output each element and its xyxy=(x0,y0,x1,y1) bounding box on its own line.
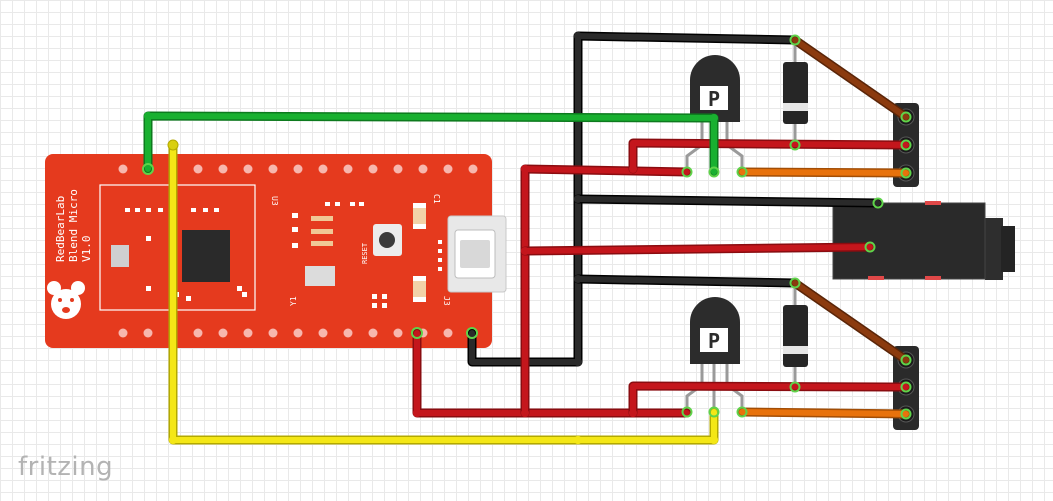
diode-bottom[interactable] xyxy=(783,283,808,387)
module-pad xyxy=(111,245,129,267)
wire-brown-top[interactable] xyxy=(790,35,911,122)
capacitor-c1 xyxy=(413,203,426,229)
svg-text:RedBearLab: RedBearLab xyxy=(54,196,67,262)
wire-orange-top[interactable] xyxy=(737,167,911,178)
wire-yellow-signal[interactable] xyxy=(168,140,719,445)
diode-bottom-band xyxy=(783,346,808,354)
wire-black-ground[interactable] xyxy=(467,31,883,367)
wire-orange-bottom[interactable] xyxy=(737,407,911,419)
transistor-top-marking: P xyxy=(708,87,720,111)
label-reset: RESET xyxy=(361,242,369,264)
ble-chip xyxy=(182,230,230,282)
micro-usb-port[interactable] xyxy=(447,215,507,293)
diode-top-band xyxy=(783,103,808,111)
label-y1: Y1 xyxy=(289,296,298,306)
transistor-bottom-marking-bg xyxy=(700,328,728,352)
label-u3: U3 xyxy=(270,196,279,206)
small-smd-parts xyxy=(372,240,442,308)
transistor-bottom[interactable]: P xyxy=(685,297,744,412)
connection-endpoints xyxy=(142,32,912,444)
audio-jack[interactable] xyxy=(832,201,1015,280)
blend-micro-board[interactable]: RedBearLab Blend Micro V1.0 U3 Y1 xyxy=(45,154,507,348)
capacitor-array xyxy=(292,202,364,248)
transistor-top-marking-bg xyxy=(700,86,728,110)
bear-logo xyxy=(47,281,85,319)
reset-button-cap[interactable] xyxy=(379,232,395,248)
board-pcb xyxy=(45,154,492,348)
fritzing-logo: fritzing xyxy=(18,452,114,482)
capacitor-j3 xyxy=(413,276,426,302)
crystal-y1 xyxy=(305,266,335,286)
diode-top[interactable] xyxy=(783,40,808,145)
label-j3: J3 xyxy=(442,296,451,306)
svg-text:V1.0: V1.0 xyxy=(80,236,93,263)
transistor-bottom-marking: P xyxy=(708,329,720,353)
svg-text:Blend Micro: Blend Micro xyxy=(67,189,80,262)
label-c1: C1 xyxy=(432,194,441,204)
wire-green-signal[interactable] xyxy=(143,111,719,177)
board-name: RedBearLab Blend Micro V1.0 xyxy=(54,189,93,262)
transistor-top[interactable]: P xyxy=(685,55,744,172)
wire-brown-bottom[interactable] xyxy=(790,278,911,365)
